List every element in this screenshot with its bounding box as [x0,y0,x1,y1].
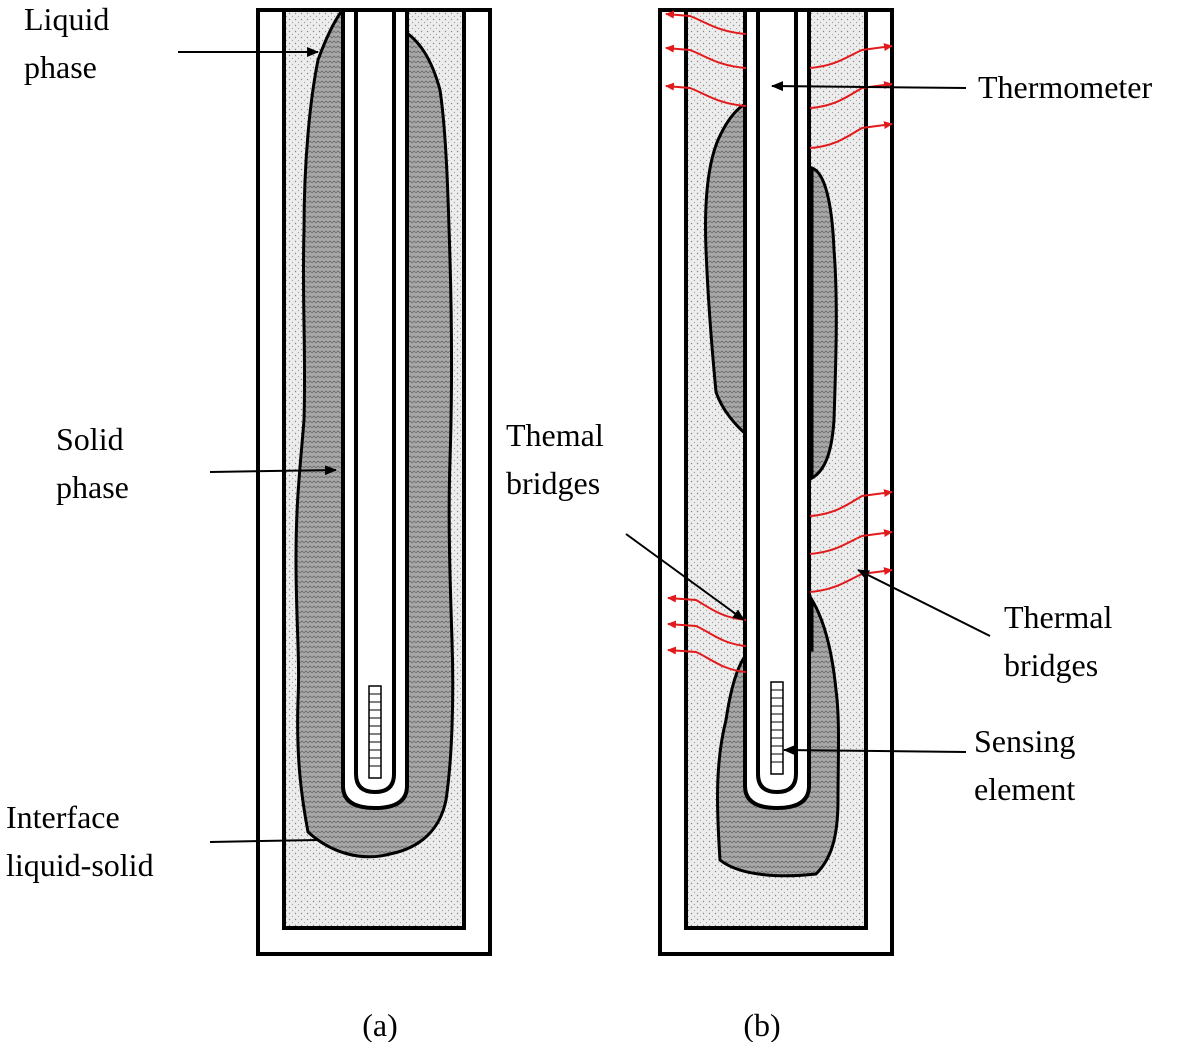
solid-phase-upper-right-b [810,165,838,481]
thermometer-inner-tube-a [354,12,396,795]
thermal-bridges-right-leader [857,569,991,637]
thermometer-inner-tube-b [756,12,798,795]
sensing-element-grid-b [771,689,783,763]
thermometer-label: Thermometer [978,69,1152,105]
heat-arrow-top-left-2 [665,44,747,69]
liquid-phase-label-line1: Liquid [24,1,109,37]
solid-phase-label-line2: phase [56,469,129,505]
heat-arrow-mid-right-1 [809,489,893,517]
heat-arrow-low-left-3 [667,646,747,673]
thermal-bridges-left-leader [625,533,745,621]
thermal-bridges-left-label-line2: bridges [506,465,600,501]
heat-arrow-top-right-2 [809,81,893,109]
heat-arrow-low-left-2 [667,620,747,647]
heat-arrow-top-left-3 [665,82,747,107]
heat-arrow-top-right-3 [809,121,893,149]
heat-flow-arrows [665,10,893,673]
thermometer-leader [771,81,967,92]
thermal-bridges-right-label-line1: Thermal [1004,599,1113,635]
heat-arrow-mid-right-2 [809,529,893,555]
solid-phase-label-line1: Solid [56,421,124,457]
sensing-element-label-line2: element [974,771,1075,807]
sensing-element-grid-a [369,693,381,767]
panel-a [178,8,492,956]
panel-b [625,8,991,956]
sensing-element-b [770,681,784,775]
caption-a: (a) [362,1007,398,1042]
heat-arrow-top-left-1 [665,10,747,35]
liquid-phase-label-line2: phase [24,49,97,85]
interface-label-line2: liquid-solid [6,847,154,883]
solid-phase-upper-left-b [704,101,750,440]
thermal-bridges-left-label-line1: Themal [506,417,604,453]
sensing-element-leader [783,745,967,756]
labels: Liquid phase Solid phase Interface liqui… [6,1,1152,1042]
interface-label-line1: Interface [6,799,120,835]
sensing-element-a [368,685,382,779]
interface-leader [209,839,319,843]
sensing-element-label-line1: Sensing [974,723,1075,759]
heat-arrow-top-right-1 [809,43,893,69]
caption-b: (b) [743,1007,780,1042]
thermal-bridges-right-label-line2: bridges [1004,647,1098,683]
solid-phase-leader [209,465,337,476]
